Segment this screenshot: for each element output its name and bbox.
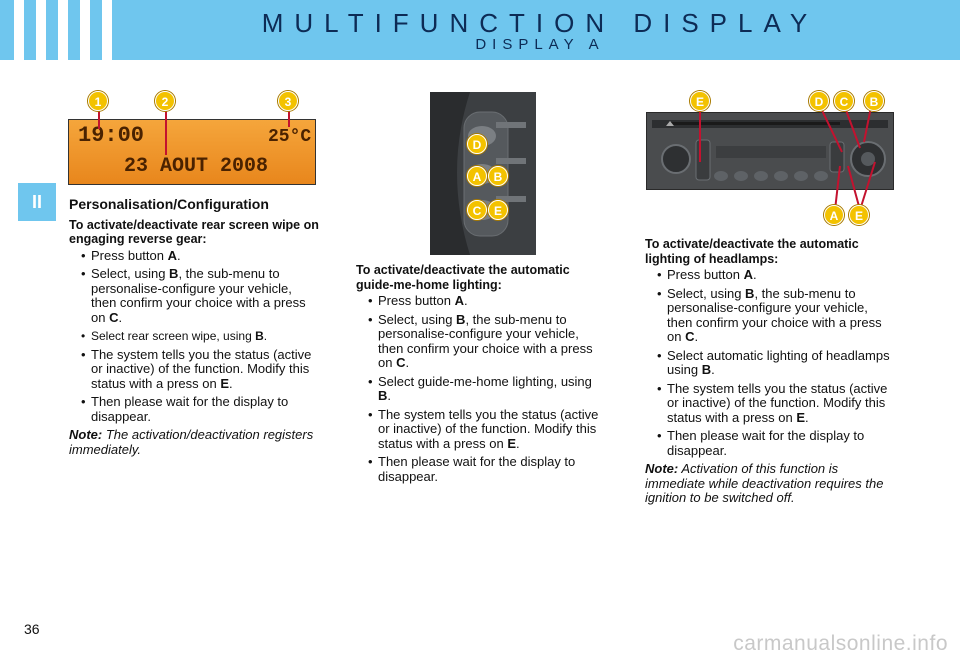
display-screen: 19:00 25°C 23 AOUT 2008: [68, 119, 316, 185]
list-item: Then please wait for the display to disa…: [69, 394, 319, 424]
callout-e: E: [690, 91, 710, 111]
instruction-list: Press button A. Select, using B, the sub…: [645, 267, 893, 458]
list-item: Select, using B, the sub-menu to persona…: [69, 266, 319, 325]
callout-e: E: [488, 200, 508, 220]
display-temperature: 25°C: [268, 127, 311, 147]
page-number: 36: [24, 621, 40, 637]
list-item: Select, using B, the sub-menu to persona…: [356, 312, 606, 371]
pointer-line: [98, 105, 100, 129]
callout-c: C: [834, 91, 854, 111]
list-item: Then please wait for the display to disa…: [645, 428, 893, 458]
section-tab: II: [18, 183, 56, 221]
instruction-lead: To activate/deactivate the automatic lig…: [645, 237, 859, 266]
callout-b: B: [488, 166, 508, 186]
list-item: Press button A.: [356, 293, 606, 309]
header-bar: MULTIFUNCTION DISPLAY DISPLAY A: [0, 0, 960, 60]
callout-c: C: [467, 200, 487, 220]
note: Note: Activation of this function is imm…: [645, 461, 884, 505]
instruction-lead: To activate/deactivate rear screen wipe …: [69, 217, 319, 247]
callout-a: A: [824, 205, 844, 225]
column-rear-screen-wipe: Personalisation/Configuration To activat…: [69, 197, 319, 457]
radio-unit-illustration: [646, 112, 894, 190]
callout-2: 2: [155, 91, 175, 111]
callout-b: B: [864, 91, 884, 111]
column-guide-me-home: To activate/deactivate the automatic gui…: [356, 263, 606, 488]
note: Note: The activation/deactivation regist…: [69, 427, 314, 457]
instruction-list: Press button A. Select, using B, the sub…: [69, 248, 319, 425]
radio-pointer-lines: [699, 100, 876, 211]
callout-3: 3: [278, 91, 298, 111]
list-item: Select automatic lighting of headlamps u…: [645, 348, 893, 378]
list-item: Then please wait for the display to disa…: [356, 454, 606, 484]
list-item: The system tells you the status (active …: [645, 381, 893, 426]
callout-d: D: [809, 91, 829, 111]
callout-d: D: [467, 134, 487, 154]
page-subtitle: DISPLAY A: [475, 36, 605, 53]
list-item: Press button A.: [645, 267, 893, 283]
callout-e: E: [849, 205, 869, 225]
section-heading: Personalisation/Configuration: [69, 196, 269, 212]
callout-a: A: [467, 166, 487, 186]
watermark: carmanualsonline.info: [733, 632, 948, 655]
list-item: Select rear screen wipe, using B.: [69, 329, 319, 344]
header-stripe: [80, 0, 90, 60]
column-headlamps: To activate/deactivate the automatic lig…: [645, 237, 893, 506]
list-item: The system tells you the status (active …: [69, 347, 319, 392]
list-item: Select, using B, the sub-menu to persona…: [645, 286, 893, 345]
instruction-list: Press button A. Select, using B, the sub…: [356, 293, 606, 484]
display-time: 19:00: [78, 123, 144, 148]
header-stripe: [14, 0, 24, 60]
page-title: MULTIFUNCTION DISPLAY: [261, 8, 819, 38]
pointer-line: [165, 105, 167, 155]
callout-1: 1: [88, 91, 108, 111]
list-item: Select guide-me-home lighting, using B.: [356, 374, 606, 404]
list-item: The system tells you the status (active …: [356, 407, 606, 452]
pointer-line: [288, 105, 290, 127]
instruction-lead: To activate/deactivate the automatic gui…: [356, 263, 570, 292]
list-item: Press button A.: [69, 248, 319, 264]
header-stripe: [36, 0, 46, 60]
header-stripe: [102, 0, 112, 60]
display-date: 23 AOUT 2008: [124, 155, 268, 178]
header-stripe: [58, 0, 68, 60]
